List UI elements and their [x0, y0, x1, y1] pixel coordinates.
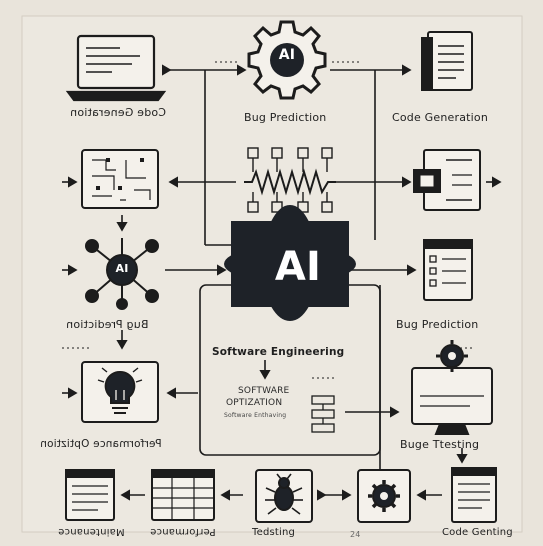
testing-label: Tedsting — [252, 527, 296, 538]
center-ai-label: AI — [274, 244, 322, 290]
performance-table-icon — [151, 469, 215, 521]
connectors — [62, 64, 502, 501]
gear-ai-label: AI — [278, 47, 296, 63]
ai-center-block — [224, 204, 356, 322]
bottom-center-mark: 24 — [350, 530, 361, 539]
ai-gear-icon — [247, 20, 327, 100]
gear-icon — [357, 469, 411, 523]
bug-prediction-left-label: Bug Prediction — [66, 318, 149, 331]
software-engineering-label: Software Engineering — [212, 346, 345, 358]
code-generation-top-left-label: Code Generation — [70, 106, 167, 119]
software-optimization-line2: OPTIZATION — [226, 398, 283, 408]
network-ai-label: AI — [115, 262, 129, 275]
software-optimization-line1: SOFTWARE — [238, 386, 290, 396]
optimization-stack-icon — [311, 395, 335, 433]
lightbulb-icon — [81, 361, 159, 423]
bug-prediction-right-label: Bug Prediction — [396, 318, 479, 331]
code-doc-icon — [451, 467, 497, 523]
circuit-board-icon — [81, 149, 159, 209]
bug-prediction-top-label: Bug Prediction — [244, 111, 327, 124]
laptop-code-icon — [65, 34, 167, 102]
chip-panel-icon — [413, 149, 481, 211]
code-genting-label: Code Genting — [442, 527, 513, 538]
maintenance-label: Maintenance — [58, 526, 125, 537]
performance-optimization-label: Performance Optiztion — [40, 438, 162, 450]
maintenance-doc-icon — [65, 469, 115, 521]
circuit-diagram-icon — [244, 147, 336, 213]
monitor-gear-icon — [411, 340, 493, 435]
software-optimization-line3: Software Enthaving — [224, 412, 287, 419]
code-generation-top-right-label: Code Generation — [392, 111, 489, 124]
checklist-icon — [423, 239, 473, 301]
bug-testing-label: Buge Ttesting — [400, 438, 480, 451]
performance-label: Performance — [150, 526, 216, 537]
document-icon — [421, 31, 473, 91]
bug-icon — [255, 469, 313, 523]
ai-network-icon — [85, 238, 159, 310]
